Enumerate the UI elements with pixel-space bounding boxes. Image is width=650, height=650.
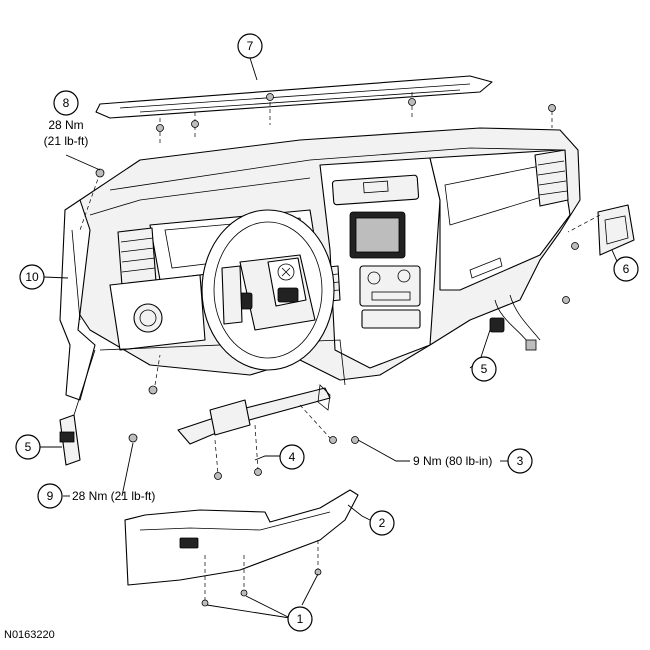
torque-spec-item8-nm: 28 Nm <box>48 118 83 132</box>
fasteners <box>95 93 579 607</box>
left-connector-bracket <box>59 349 96 466</box>
callout-4: 4 <box>279 444 305 470</box>
callout-3: 3 <box>507 448 533 474</box>
callout-1: 1 <box>287 606 313 632</box>
torque-spec-item8-lbft: (21 lb-ft) <box>44 134 89 148</box>
callout-5-left: 5 <box>15 434 41 460</box>
svg-text:6: 6 <box>623 262 630 276</box>
svg-text:5: 5 <box>481 362 488 376</box>
lower-trim-panel <box>124 489 359 600</box>
right-connector <box>489 294 541 351</box>
svg-text:2: 2 <box>379 516 386 530</box>
svg-text:10: 10 <box>25 270 39 284</box>
steering-wheel <box>201 209 335 371</box>
svg-text:4: 4 <box>289 450 296 464</box>
callout-6: 6 <box>613 256 639 282</box>
defroster-grille-strip <box>95 75 553 145</box>
svg-text:8: 8 <box>63 96 70 110</box>
svg-text:5: 5 <box>25 440 32 454</box>
callout-7: 7 <box>237 33 263 59</box>
left-side-bracket <box>59 172 101 401</box>
callout-8: 8 <box>53 90 79 116</box>
right-side-bracket <box>567 204 635 256</box>
callout-9: 9 <box>37 483 63 509</box>
callout-5-right: 5 <box>471 356 497 382</box>
torque-spec-item3: 9 Nm (80 lb-in) <box>413 454 492 468</box>
svg-text:3: 3 <box>517 454 524 468</box>
svg-text:7: 7 <box>247 39 254 53</box>
torque-spec-item9: 28 Nm (21 lb-ft) <box>72 489 155 503</box>
callout-2: 2 <box>369 510 395 536</box>
svg-text:9: 9 <box>47 489 54 503</box>
lower-reinforcement-bracket <box>177 384 331 475</box>
svg-text:1: 1 <box>297 612 304 626</box>
figure-id: N0163220 <box>4 629 55 641</box>
callout-10: 10 <box>19 264 45 290</box>
